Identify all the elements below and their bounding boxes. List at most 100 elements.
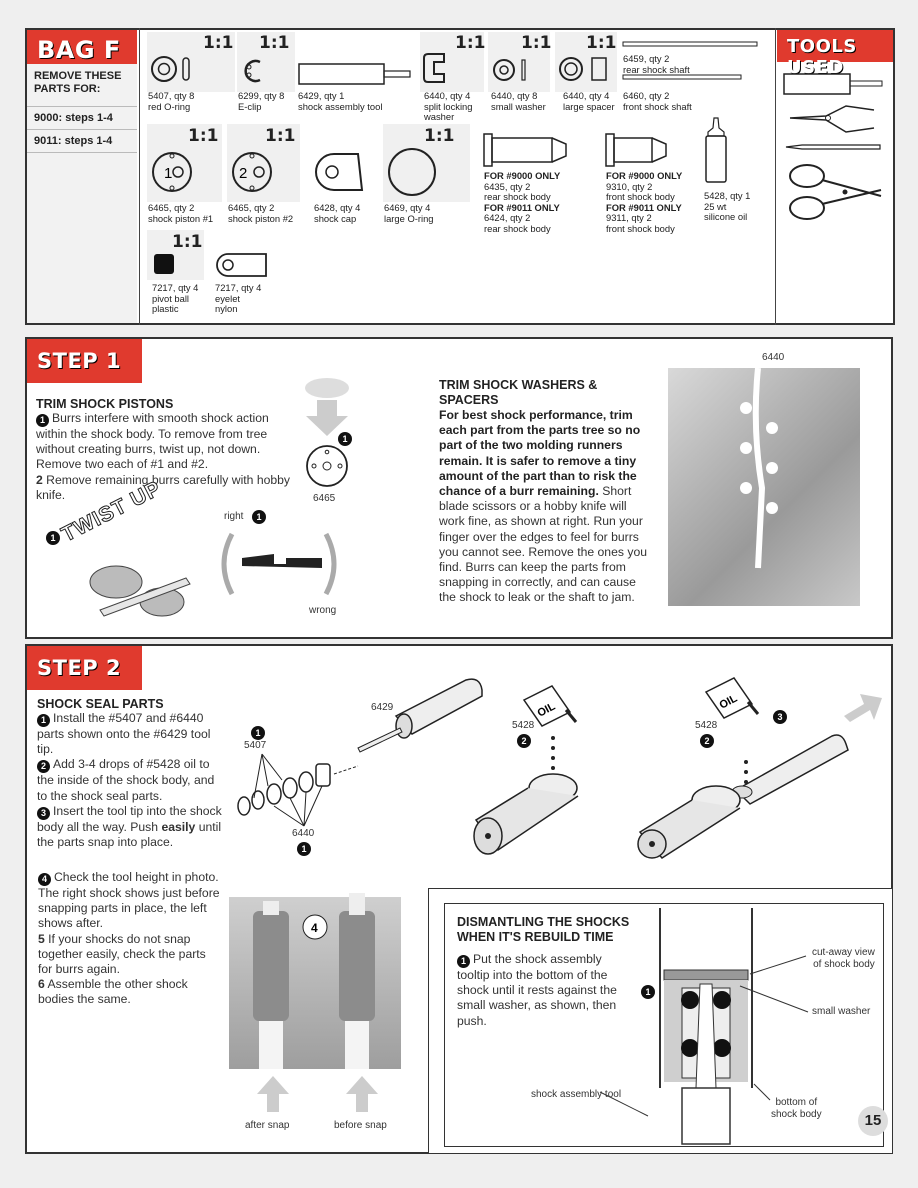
shock-cutaway-diagram: [659, 908, 753, 1145]
step-range-9011: 9011: steps 1-4: [27, 130, 137, 153]
push-arrow-icon: [844, 694, 882, 722]
tools-used-title: TOOLS USED: [777, 30, 893, 78]
sidebar-divider: [139, 28, 140, 325]
callout-1: 1: [46, 531, 60, 545]
shock-body-oil-diagram: [473, 736, 579, 855]
step-1-title: STEP 1: [27, 339, 142, 383]
piston-part-label: 6465: [313, 493, 336, 504]
before-snap-label: before snap: [334, 1120, 387, 1131]
scale-label: 1:1: [172, 232, 203, 252]
pivot-ball-icon: [154, 254, 174, 274]
oil-label: 5428: [695, 720, 718, 731]
shock-assembly-tool-icon: [298, 63, 411, 85]
burr-arrow-icon: [305, 378, 349, 487]
trimming-photo: [668, 367, 860, 606]
step-2-title: STEP 2: [27, 646, 142, 690]
step-number-2: 2: [36, 472, 43, 487]
callout-1: 1: [641, 985, 655, 999]
cut-direction-diagram: [221, 532, 337, 596]
callout-1: 1: [252, 510, 266, 524]
piston-tree-icon: [89, 565, 191, 617]
dismantling-heading: DISMANTLING THE SHOCKS WHEN IT'S REBUILD…: [457, 915, 630, 944]
hobby-knife-icon: [785, 144, 881, 150]
oil-bottle-diagram: OIL: [704, 677, 760, 719]
assembly-tool-label: shock assembly tool: [531, 1089, 622, 1100]
scale-label: 1:1: [424, 126, 455, 146]
right-label: right: [224, 511, 244, 522]
scale-label: 1:1: [586, 33, 617, 53]
shock-tool-icon: [783, 73, 883, 95]
step-number-1: 1: [36, 414, 49, 427]
shock-cap-icon: [315, 153, 364, 191]
step-number-2: 2: [37, 760, 50, 774]
split-washer-icon: [423, 53, 445, 83]
tools-divider: [775, 28, 776, 325]
scale-label: 1:1: [188, 126, 219, 146]
seal-parts-exploded-diagram: [237, 753, 359, 827]
up-arrow-icon: [257, 1076, 289, 1112]
svg-text:4: 4: [311, 921, 318, 935]
shock-insert-diagram: [637, 734, 849, 859]
tool-label: 6429: [371, 702, 394, 713]
step-number-1: 1: [37, 714, 50, 727]
scale-label: 1:1: [265, 126, 296, 146]
part-card-6465-2: [227, 124, 300, 202]
scale-label: 1:1: [455, 33, 486, 53]
page-number: 15: [858, 1106, 888, 1136]
scissors-icon: [789, 164, 882, 220]
snap-comparison-photo: 4: [229, 893, 401, 1069]
pliers-icon: [789, 105, 875, 133]
callout-1: 1: [338, 432, 352, 446]
photo-part-label: 6440: [762, 352, 785, 363]
rear-shock-body-icon: [483, 133, 567, 167]
parts-tree-illustration: [740, 367, 778, 569]
scale-label: 1:1: [521, 33, 552, 53]
step-number-4: 4: [38, 873, 51, 886]
shock-shaft-icon: [622, 41, 758, 80]
front-shock-body-icon: [605, 133, 667, 167]
piston-1-icon: 1: [152, 152, 192, 192]
step-number-1: 1: [457, 955, 470, 968]
bag-f-title: BAG F: [27, 30, 137, 64]
oil-label: 5428: [512, 720, 535, 731]
o-ring-label: 5407: [244, 740, 267, 751]
oil-bottle-diagram: OIL: [522, 685, 578, 727]
after-snap-label: after snap: [245, 1120, 290, 1131]
part-card-6299: [237, 32, 295, 92]
washer-label: 6440: [292, 828, 315, 839]
large-o-ring-icon: [388, 148, 436, 196]
shock-seal-heading: SHOCK SEAL PARTS: [37, 697, 164, 711]
piston-2-icon: 2: [232, 152, 272, 192]
scale-label: 1:1: [203, 33, 234, 53]
callout-leader-lines: [599, 955, 809, 1117]
part-card-6465-1: [147, 124, 222, 202]
shock-tool-diagram: [357, 678, 483, 753]
o-ring-icon: [151, 56, 190, 82]
step-range-9000: 9000: steps 1-4: [27, 106, 137, 130]
oil-bottle-icon: [705, 117, 727, 183]
remove-label: REMOVE THESE PARTS FOR:: [34, 70, 122, 95]
scale-label: 1:1: [259, 33, 290, 53]
wrong-label: wrong: [309, 605, 337, 616]
trim-washers-text: For best shock performance, trim each pa…: [439, 408, 647, 605]
large-spacer-icon: [559, 57, 607, 81]
